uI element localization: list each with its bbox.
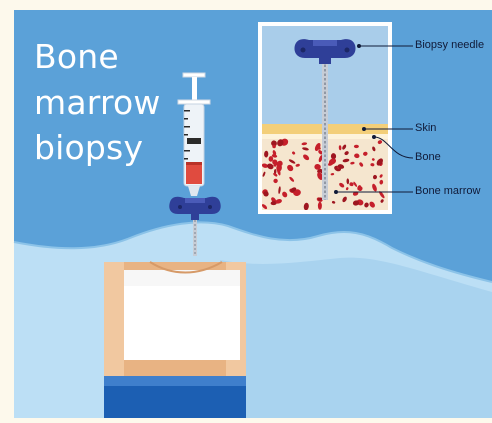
label-bone-marrow: Bone marrow: [415, 186, 480, 197]
marrow-cell: [354, 145, 359, 148]
label-bone: Bone: [415, 152, 441, 163]
title-line-2: marrow: [34, 86, 161, 119]
lower-skin-layer: [220, 258, 492, 418]
label-skin: Skin: [415, 123, 436, 134]
marrow-cell: [318, 202, 322, 210]
title-line-1: Bone: [34, 40, 119, 73]
title-line-3: biopsy: [34, 131, 143, 164]
inset-zoom-panel: [258, 22, 392, 214]
bone-cross-section: [104, 262, 246, 418]
label-biopsy-needle: Biopsy needle: [415, 40, 484, 51]
